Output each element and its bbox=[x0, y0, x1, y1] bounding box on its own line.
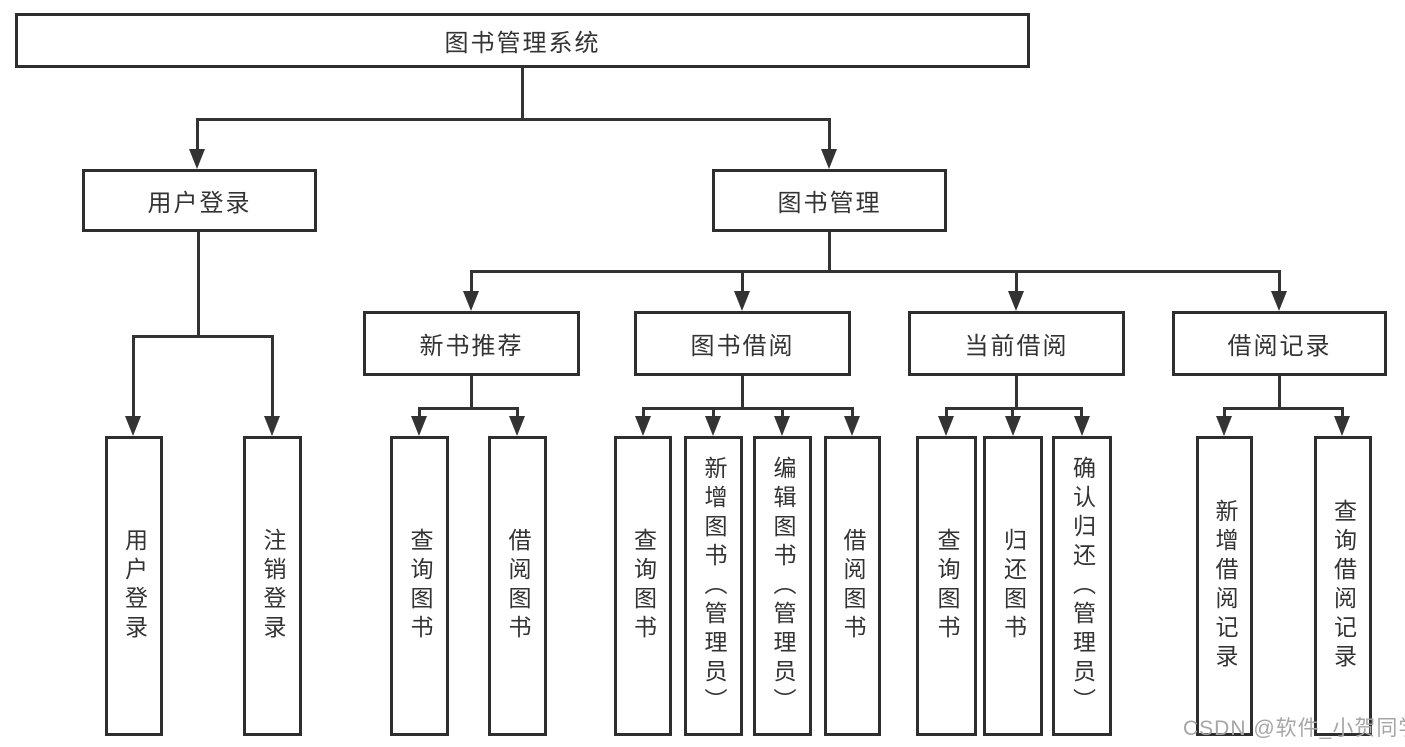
connector-arrow-stem bbox=[1223, 407, 1226, 419]
leaf-label: 用户登录 bbox=[121, 528, 148, 644]
leaf-label: 查询借阅记录 bbox=[1330, 499, 1357, 673]
connector-recommend-stem bbox=[470, 374, 473, 410]
arrowhead-leaf bbox=[938, 416, 954, 436]
arrowhead-leaf bbox=[509, 416, 525, 436]
connector-arrow-stem bbox=[470, 270, 473, 292]
leaf-confirm-return-admin: 确认归还（管理员） bbox=[1052, 436, 1112, 736]
node-label: 图书管理 bbox=[777, 190, 882, 217]
connector-book-mgmt-branch bbox=[470, 270, 1281, 273]
connector-arrow-stem bbox=[1011, 407, 1014, 419]
leaf-label: 新增借阅记录 bbox=[1212, 499, 1238, 673]
connector-root-branch bbox=[197, 118, 831, 121]
leaf-label: 查询图书 bbox=[934, 528, 960, 644]
node-library-management-system: 图书管理系统 bbox=[15, 13, 1030, 68]
arrowhead-leaf bbox=[1334, 416, 1350, 436]
connector-borrowing-stem bbox=[741, 374, 744, 410]
connector-arrow-stem bbox=[712, 407, 715, 419]
node-new-book-recommendation: 新书推荐 bbox=[363, 311, 580, 376]
connector-root-stem bbox=[521, 66, 524, 120]
connector-arrow-stem bbox=[132, 335, 135, 419]
node-borrowing-records: 借阅记录 bbox=[1172, 311, 1387, 376]
connector-arrow-stem bbox=[1015, 270, 1018, 292]
arrowhead-book-borrowing bbox=[734, 291, 750, 311]
connector-arrow-stem bbox=[418, 407, 421, 419]
node-label: 新书推荐 bbox=[419, 333, 524, 360]
connector-arrow-stem bbox=[781, 407, 784, 419]
connector-arrow-stem bbox=[945, 407, 948, 419]
connector-arrow-stem bbox=[1080, 407, 1083, 419]
arrowhead-borrowing-records bbox=[1271, 291, 1287, 311]
leaf-borrow-books: 借阅图书 bbox=[824, 436, 881, 736]
leaf-label: 借阅图书 bbox=[840, 528, 866, 644]
arrowhead-leaf bbox=[774, 416, 790, 436]
arrowhead-leaf bbox=[1005, 416, 1021, 436]
node-user-login: 用户登录 bbox=[82, 169, 317, 232]
arrowhead-leaf bbox=[844, 416, 860, 436]
connector-recommend-branch bbox=[418, 407, 519, 410]
leaf-add-book-admin: 新增图书（管理员） bbox=[684, 436, 743, 736]
leaf-query-books-current: 查询图书 bbox=[916, 436, 977, 736]
arrowhead-leaf bbox=[635, 416, 651, 436]
arrowhead-new-book-recommendation bbox=[463, 291, 479, 311]
connector-book-mgmt-stem bbox=[828, 230, 831, 272]
arrowhead-leaf-user-login bbox=[125, 416, 141, 436]
node-book-borrowing: 图书借阅 bbox=[634, 311, 851, 376]
node-label: 用户登录 bbox=[147, 190, 252, 217]
leaf-label: 查询图书 bbox=[630, 528, 657, 644]
leaf-add-borrow-record: 新增借阅记录 bbox=[1196, 436, 1253, 736]
connector-current-branch bbox=[945, 407, 1083, 410]
arrowhead-leaf bbox=[705, 416, 721, 436]
leaf-label: 查询图书 bbox=[407, 528, 433, 644]
connector-borrowing-branch bbox=[642, 407, 854, 410]
connector-arrow-stem bbox=[642, 407, 645, 419]
connector-arrow-stem bbox=[828, 118, 831, 150]
arrowhead-leaf bbox=[1074, 416, 1090, 436]
leaf-label: 编辑图书（管理员） bbox=[770, 455, 796, 717]
leaf-logout: 注销登录 bbox=[243, 436, 302, 736]
leaf-user-login: 用户登录 bbox=[105, 436, 163, 736]
arrowhead-leaf-logout bbox=[264, 416, 280, 436]
node-book-management: 图书管理 bbox=[712, 169, 947, 232]
connector-arrow-stem bbox=[271, 335, 274, 419]
arrowhead-current-borrowing bbox=[1008, 291, 1024, 311]
connector-arrow-stem bbox=[196, 118, 199, 150]
leaf-query-books-borrow: 查询图书 bbox=[614, 436, 672, 736]
leaf-label: 借阅图书 bbox=[505, 528, 531, 644]
leaf-label: 归还图书 bbox=[1000, 528, 1027, 644]
connector-records-stem bbox=[1278, 374, 1281, 410]
node-label: 图书借阅 bbox=[690, 333, 795, 360]
leaf-query-borrow-record: 查询借阅记录 bbox=[1314, 436, 1372, 736]
node-label: 借阅记录 bbox=[1227, 333, 1332, 360]
connector-arrow-stem bbox=[1278, 270, 1281, 292]
node-current-borrowing: 当前借阅 bbox=[908, 311, 1125, 376]
connector-arrow-stem bbox=[1341, 407, 1344, 419]
arrowhead-book-management bbox=[821, 149, 837, 169]
connector-records-branch bbox=[1223, 407, 1344, 410]
leaf-return-book: 归还图书 bbox=[983, 436, 1043, 736]
connector-user-login-stem bbox=[197, 230, 200, 337]
arrowhead-leaf bbox=[1216, 416, 1232, 436]
leaf-label: 确认归还（管理员） bbox=[1069, 455, 1096, 717]
node-label: 图书管理系统 bbox=[444, 30, 601, 57]
connector-arrow-stem bbox=[516, 407, 519, 419]
leaf-borrow-books-recommend: 借阅图书 bbox=[488, 436, 547, 736]
leaf-label: 新增图书（管理员） bbox=[701, 455, 727, 717]
connector-current-stem bbox=[1015, 374, 1018, 410]
connector-user-login-branch bbox=[132, 335, 274, 338]
arrowhead-leaf bbox=[411, 416, 427, 436]
connector-arrow-stem bbox=[851, 407, 854, 419]
csdn-watermark: CSDN @软件_小贺同学 bbox=[1183, 717, 1405, 740]
arrowhead-user-login bbox=[189, 149, 205, 169]
leaf-query-books-recommend: 查询图书 bbox=[390, 436, 449, 736]
connector-arrow-stem bbox=[741, 270, 744, 292]
node-label: 当前借阅 bbox=[964, 333, 1069, 360]
leaf-label: 注销登录 bbox=[260, 528, 286, 644]
leaf-edit-book-admin: 编辑图书（管理员） bbox=[753, 436, 812, 736]
